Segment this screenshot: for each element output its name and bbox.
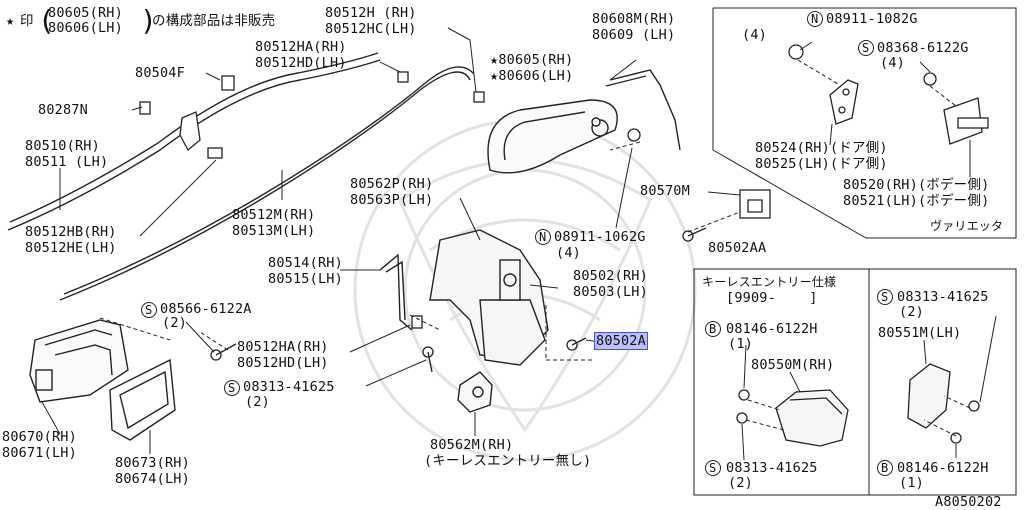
keyless-screw-right-qty: (2) xyxy=(899,304,924,320)
label-80608M-lh: 80609 (LH) xyxy=(592,27,676,43)
label-80512M-rh: 80512M(RH) xyxy=(232,207,316,223)
keyless-bolt1: 08146-6122H xyxy=(726,321,818,337)
label-80570M: 80570M xyxy=(640,183,690,199)
variety-80520: 80520(RH)(ボデー側) xyxy=(843,177,990,193)
variety-80525: 80525(LH)(ドア側) xyxy=(755,156,888,172)
inside-handle xyxy=(29,319,129,403)
label-80608M-rh: 80608M(RH) xyxy=(592,11,676,27)
highlighted-part-number[interactable]: 80502A xyxy=(594,332,648,350)
label-80670-lh: 80671(LH) xyxy=(2,445,77,461)
screws xyxy=(210,44,980,444)
label-80502-rh: 80502(RH) xyxy=(573,268,648,284)
label-80562M-note: (キーレスエントリー無し) xyxy=(424,453,592,469)
label-80510-rh: 80510(RH) xyxy=(25,138,100,154)
bolt-marker-keyless-1: B xyxy=(709,322,717,336)
label-80562P-rh: 80562P(RH) xyxy=(350,176,434,192)
label-80562M-rh: 80562M(RH) xyxy=(430,437,514,453)
keyless-screw-right: 08313-41625 xyxy=(897,289,989,305)
screw-marker-08566: S xyxy=(145,303,153,317)
screw-marker-keyless-left: S xyxy=(709,461,717,475)
label-80512HA-top-lh: 80512HD(LH) xyxy=(255,55,347,71)
label-screw-08313-main: 08313-41625 xyxy=(243,379,335,395)
dashed-lines xyxy=(99,59,971,437)
bolt-marker-keyless-2: B xyxy=(881,461,889,475)
variety-80524: 80524(RH)(ドア側) xyxy=(755,140,888,156)
label-80562P-lh: 80563P(LH) xyxy=(350,192,434,208)
label-80504F: 80504F xyxy=(135,65,185,81)
label-80510-lh: 80511 (LH) xyxy=(25,154,109,170)
note-text: の構成部品は非販売 xyxy=(152,13,276,29)
keyless-screw-left: 08313-41625 xyxy=(726,460,818,476)
keyless-bolt2: 08146-6122H xyxy=(897,460,989,476)
note-bracket-close: ) xyxy=(140,4,158,37)
label-80287N: 80287N xyxy=(38,102,88,118)
label-80670-rh: 80670(RH) xyxy=(2,429,77,445)
note-bracket-open: ( xyxy=(38,4,56,37)
label-80514-lh: 80515(LH) xyxy=(268,271,343,287)
label-80512H-rh: 80512H (RH) xyxy=(325,5,417,21)
escutcheon xyxy=(109,358,176,441)
label-80502AA: 80502AA xyxy=(708,240,767,256)
screw-marker-08313-main: S xyxy=(228,381,236,395)
label-80502-lh: 80503(LH) xyxy=(573,284,648,300)
variety-screw-label: 08368-6122G xyxy=(877,40,969,56)
nut-marker-main: N xyxy=(539,230,547,244)
label-screw-08566-qty: (2) xyxy=(162,315,187,331)
variety-parts xyxy=(829,79,989,145)
variety-nut-qty: (4) xyxy=(742,27,767,43)
keyless-title: キーレスエントリー仕様 xyxy=(702,275,837,289)
outside-handle xyxy=(487,99,618,174)
keyless-period: [9909- ] xyxy=(726,290,818,306)
label-80512HB-lh: 80512HE(LH) xyxy=(25,240,117,256)
rods xyxy=(7,52,475,331)
label-nut-main: 08911-1062G xyxy=(554,229,646,245)
keyless-bolt2-qty: (1) xyxy=(899,475,924,491)
note-star: ★ xyxy=(6,13,15,29)
circled-markers xyxy=(141,11,893,476)
keyless-80551M: 80551M(LH) xyxy=(878,325,962,341)
keyless-bolt1-qty: (1) xyxy=(728,336,753,352)
note-part-rh: 80605(RH) xyxy=(48,5,123,21)
variety-frame xyxy=(712,7,1017,239)
label-80512HA-bot-rh: 80512HA(RH) xyxy=(237,339,329,355)
note-mark: 印 xyxy=(20,13,34,29)
label-nut-main-qty: (4) xyxy=(556,245,581,261)
clips xyxy=(139,71,771,329)
label-80606: ★80606(LH) xyxy=(490,68,574,84)
label-80512HB-rh: 80512HB(RH) xyxy=(25,224,117,240)
label-screw-08566: 08566-6122A xyxy=(160,301,252,317)
label-80514-rh: 80514(RH) xyxy=(268,255,343,271)
diagram-id: A8050202 xyxy=(935,494,1002,510)
variety-80521: 80521(LH)(ボデー側) xyxy=(843,193,990,209)
latch-base xyxy=(457,371,493,413)
nut-marker-variety: N xyxy=(811,12,819,26)
label-80512HA-bot-lh: 80512HD(LH) xyxy=(237,355,329,371)
screw-marker-keyless-right: S xyxy=(881,290,889,304)
label-80673-lh: 80674(LH) xyxy=(115,471,190,487)
keyless-frame xyxy=(693,268,1017,496)
keyless-80550M: 80550M(RH) xyxy=(751,357,835,373)
keyless-parts xyxy=(775,363,951,447)
screw-marker-variety: S xyxy=(862,41,870,55)
label-80512M-lh: 80513M(LH) xyxy=(232,223,316,239)
variety-screw-qty: (4) xyxy=(880,55,905,71)
label-80512HA-top-rh: 80512HA(RH) xyxy=(255,39,347,55)
label-80673-rh: 80673(RH) xyxy=(115,455,190,471)
keyless-screw-left-qty: (2) xyxy=(728,475,753,491)
variety-nut-label: 08911-1082G xyxy=(826,11,918,27)
note-part-lh: 80606(LH) xyxy=(48,20,123,36)
leader-lines xyxy=(41,27,997,461)
label-80502A: 80502A xyxy=(594,332,648,350)
variety-caption: ヴァリエッタ xyxy=(930,219,1004,233)
latch-assembly xyxy=(429,229,549,366)
label-80605: ★80605(RH) xyxy=(490,52,574,68)
label-80512H-lh: 80512HC(LH) xyxy=(325,21,417,37)
label-screw-08313-main-qty: (2) xyxy=(245,394,270,410)
